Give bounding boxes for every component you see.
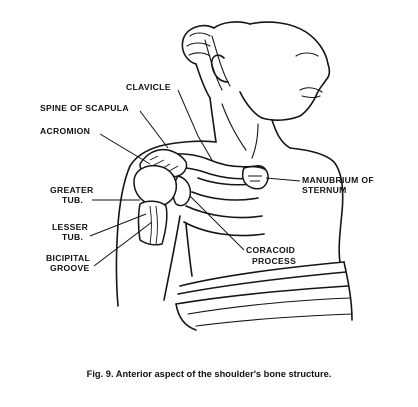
label-lesser-tub-2: TUB. xyxy=(62,232,83,242)
label-greater-tub-2: TUB. xyxy=(62,195,83,205)
neck-drawing xyxy=(209,97,291,159)
figure-caption: Fig. 9. Anterior aspect of the shoulder'… xyxy=(86,369,332,379)
torso-drawing xyxy=(115,140,353,331)
label-manubrium-1: MANUBRIUM OF xyxy=(302,175,374,185)
label-bicipital-2: GROOVE xyxy=(50,263,90,273)
head-drawing xyxy=(181,21,331,121)
humerus-bone xyxy=(133,164,178,246)
label-clavicle: CLAVICLE xyxy=(126,82,171,92)
label-bicipital-1: BICIPITAL xyxy=(46,253,90,263)
label-coracoid-1: CORACOID xyxy=(246,245,295,255)
label-acromion: ACROMION xyxy=(40,126,90,136)
label-manubrium-2: STERNUM xyxy=(302,185,347,195)
label-spine-of-scapula: SPINE OF SCAPULA xyxy=(40,103,129,113)
label-lesser-tub-1: LESSER xyxy=(52,222,89,232)
clavicle-bone xyxy=(161,153,269,190)
annotation-labels: CLAVICLE SPINE OF SCAPULA ACROMION MANUB… xyxy=(40,82,374,273)
label-greater-tub-1: GREATER xyxy=(50,185,94,195)
label-coracoid-2: PROCESS xyxy=(252,256,296,266)
